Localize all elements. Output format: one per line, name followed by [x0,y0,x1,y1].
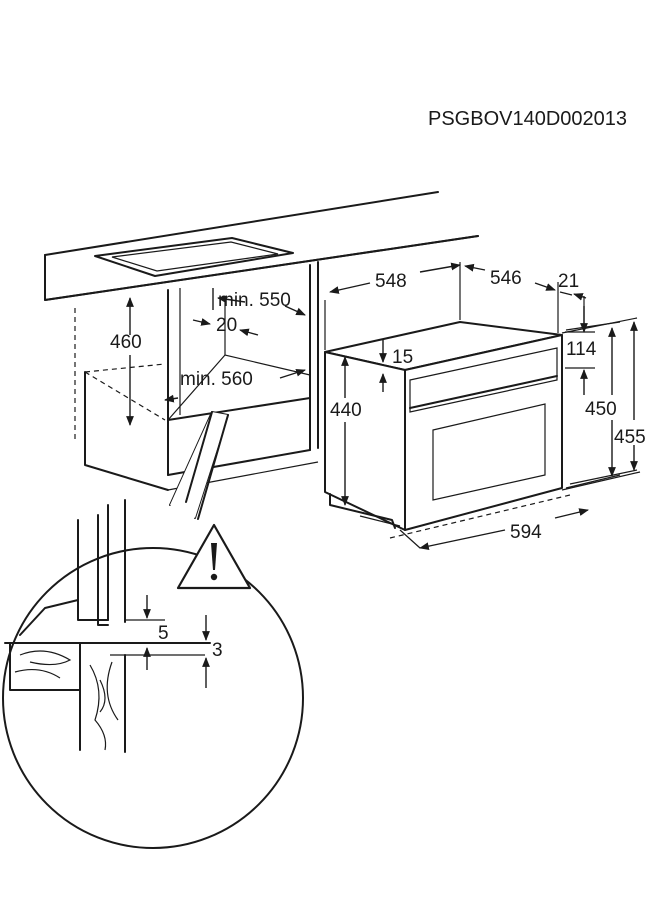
dimension-546: 546 [464,263,559,333]
dimension-114: 114 [565,306,597,395]
dim-546-label: 546 [490,268,522,289]
dimension-455: 455 [561,317,646,485]
dim-440-label: 440 [330,400,362,421]
dimension-450: 450 [565,321,621,489]
kitchen-cabinet [44,191,479,491]
dimension-min-560: min. 560 [164,368,306,403]
dim-114-label: 114 [566,339,597,360]
dim-594-label: 594 [510,522,542,543]
dim-15-label: 15 [392,347,413,368]
dimension-548: 548 [324,262,461,350]
dimension-440: 440 [330,356,362,506]
dim-min560-label: min. 560 [180,369,253,390]
dimension-20: 20 [192,315,259,337]
dimension-21: 21 [558,271,587,325]
dimension-460: 460 [110,297,142,426]
dim-21-label: 21 [558,271,579,292]
dim-20-label: 20 [216,315,237,336]
exclamation-triangle-icon [176,523,252,590]
dimension-5: 5 [125,595,169,670]
dim-548-label: 548 [375,271,407,292]
dim-455-label: 455 [614,427,646,448]
dim-460-label: 460 [110,332,142,353]
detail-section [4,499,211,753]
dim-3-label: 3 [212,640,223,661]
detail-callout [2,411,304,849]
diagram-code: PSGBOV140D002013 [428,108,627,130]
dimension-min-550: min. 550 [212,288,306,316]
dim-min550-label: min. 550 [218,290,291,311]
dim-5-label: 5 [158,623,169,644]
dimension-15: 15 [379,340,413,392]
dimension-594: 594 [389,471,641,551]
dimension-3: 3 [202,615,223,688]
hob-cutout [94,237,294,277]
dim-450-label: 450 [585,399,617,420]
oven-appliance [324,321,563,549]
